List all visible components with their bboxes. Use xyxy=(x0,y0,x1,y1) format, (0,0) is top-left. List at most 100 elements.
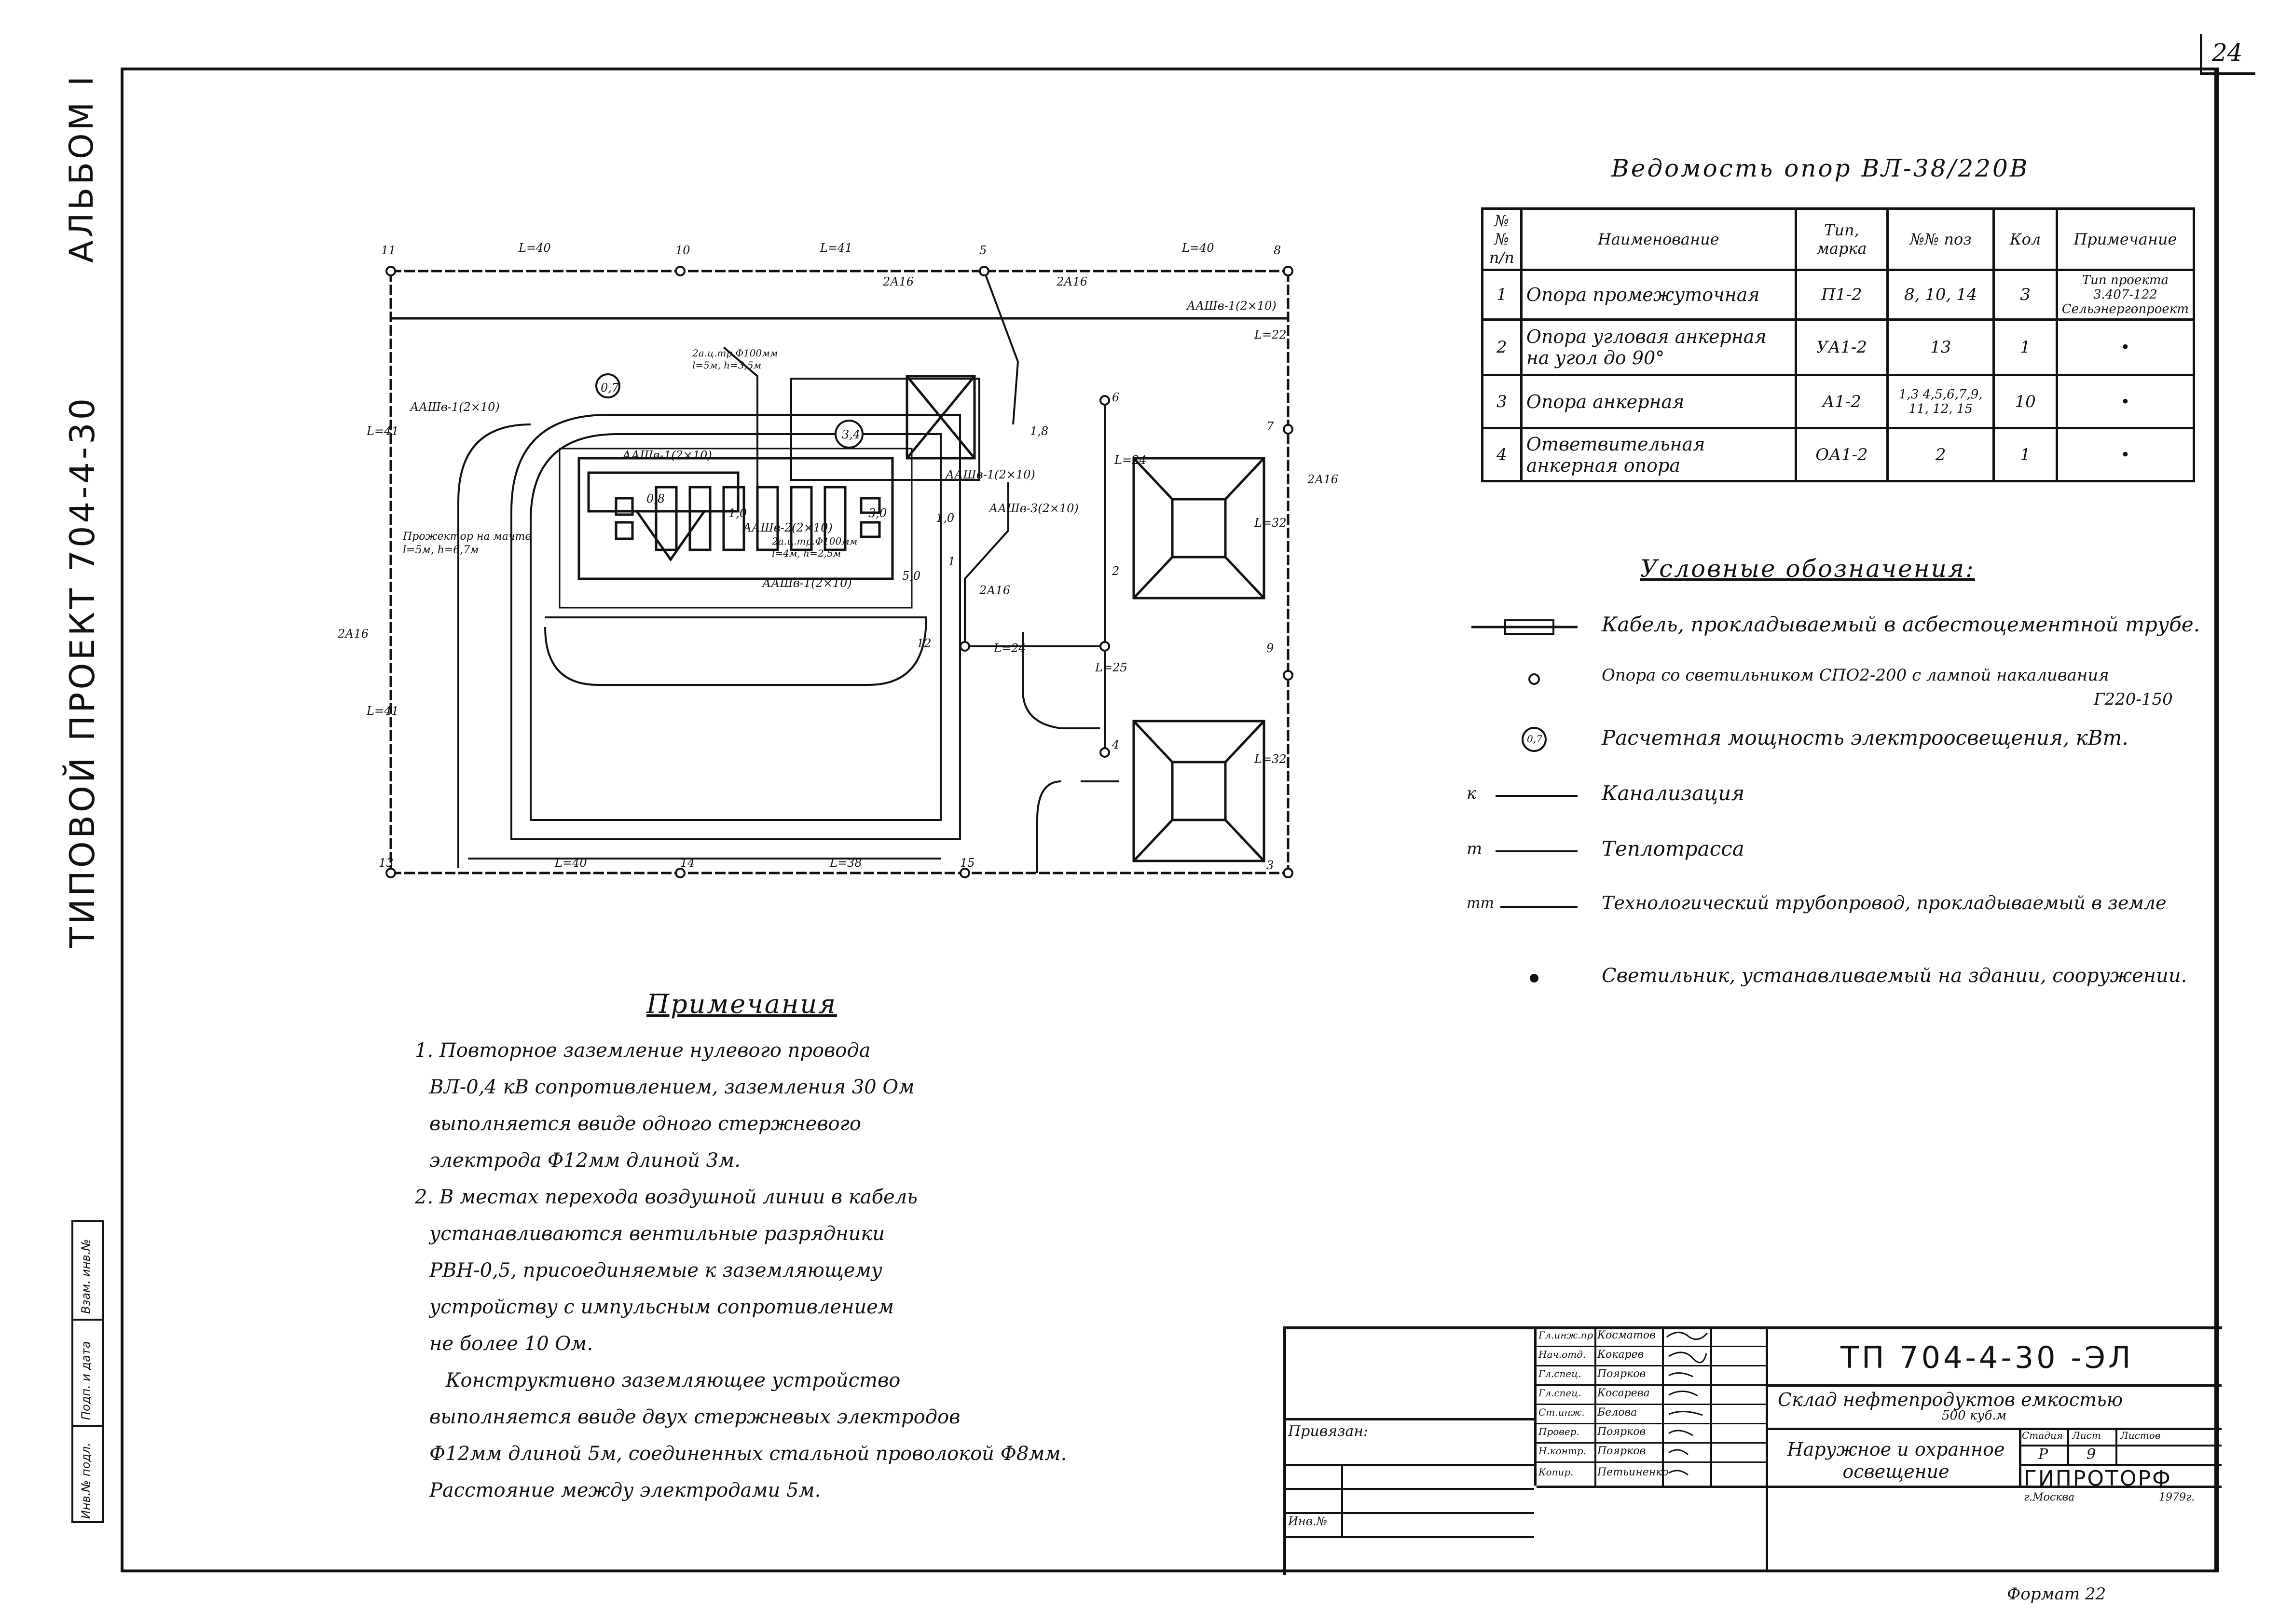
cable-label: 2А16 xyxy=(979,584,1010,597)
span-label: L=38 xyxy=(830,856,862,870)
sewer-icon: к xyxy=(1467,784,1477,803)
tube-note: 2а.ц.тр.Ф100мм xyxy=(692,347,778,359)
legend-title: Условные обозначения: xyxy=(1640,555,1975,583)
reservoir-2 xyxy=(1132,720,1265,862)
span-label: L=22 xyxy=(1254,328,1287,341)
col-header: Тип, марка xyxy=(1794,207,1889,271)
margin-vzam: Взам. инв.№ xyxy=(79,1239,93,1314)
tube-note: 2а.ц.тр.Ф100мм xyxy=(772,535,858,547)
pole-12 xyxy=(385,868,396,878)
signer-name: Косарева xyxy=(1597,1387,1650,1399)
span-label: L=24 xyxy=(994,641,1026,655)
pole-number: 3 xyxy=(1266,859,1274,872)
pole-number: 10 xyxy=(675,244,690,257)
cable-label: 2А16 xyxy=(338,627,369,641)
pole-number: 6 xyxy=(1112,391,1120,404)
pole-number: 4 xyxy=(1112,738,1120,751)
misc-mark: 3,0 xyxy=(868,506,887,520)
note-line: электрода Ф12мм длиной 3м. xyxy=(429,1149,741,1172)
stage-header: Листов xyxy=(2120,1430,2161,1441)
org-year: 1979г. xyxy=(2159,1491,2195,1503)
note-line: 2. В местах перехода воздушной линии в к… xyxy=(415,1186,918,1208)
note-line: Расстояние между электродами 5м. xyxy=(429,1479,821,1501)
col-header: №№ п/п xyxy=(1481,207,1523,271)
drawing-frame xyxy=(121,68,2219,1572)
vedomost-title: Ведомость опор ВЛ-38/220В xyxy=(1611,154,2030,182)
album-label: АЛЬБОМ I xyxy=(63,73,101,263)
tube-note: l=5м, h=3,5м xyxy=(692,359,762,371)
misc-mark: 1,8 xyxy=(1030,424,1049,438)
pipeline-icon: тт xyxy=(1467,895,1494,912)
sheet-title: Наружное и охранное освещение xyxy=(1787,1439,2005,1482)
stage-value: Р xyxy=(2038,1446,2048,1463)
reservoir-1 xyxy=(1132,457,1265,600)
signer-role: Копир. xyxy=(1538,1466,1574,1478)
span-label: L=41 xyxy=(367,424,399,438)
signer-role: Гл.спец. xyxy=(1538,1387,1581,1399)
legend-item: т Теплотрасса xyxy=(1467,837,1744,860)
pole-4 xyxy=(1099,747,1110,758)
signers-grid: Гл.инж.пр. Косматов Нач.отд. Кокарев Гл.… xyxy=(1534,1326,1768,1488)
stage-value: 9 xyxy=(2087,1446,2096,1463)
power-circle-34 xyxy=(835,420,864,449)
signer-name: Косматов xyxy=(1597,1329,1656,1341)
power-circle-icon xyxy=(1522,727,1547,752)
note-line: устройству с импульсным сопротивлением xyxy=(429,1296,894,1318)
power-mark: 0,7 xyxy=(601,381,619,395)
sheet-number: 24 xyxy=(2212,39,2243,67)
pole-number: 5 xyxy=(979,244,987,257)
stamp-right: ТП 704-4-30 -ЭЛ Склад нефтепродуктов емк… xyxy=(1766,1326,2222,1572)
span-label: L=24 xyxy=(1114,453,1147,467)
cable-label: 2А16 xyxy=(1307,473,1338,486)
cable-label: 2А16 xyxy=(883,275,914,288)
span-label: L=32 xyxy=(1254,516,1287,530)
span-label: L=25 xyxy=(1095,661,1127,674)
pole-number: 15 xyxy=(960,856,975,870)
note-line: устанавливаются вентильные разрядники xyxy=(429,1223,885,1245)
pole-number: 8 xyxy=(1274,244,1281,257)
note-line: ВЛ-0,4 кВ сопротивлением, заземления 30 … xyxy=(429,1076,915,1098)
pole-3 xyxy=(1283,868,1293,878)
note-line: РВН-0,5, присоединяемые к заземляющему xyxy=(429,1259,882,1282)
signer-role: Гл.инж.пр. xyxy=(1538,1329,1596,1341)
notes-title: Примечания xyxy=(646,989,837,1019)
power-circle-07 xyxy=(595,373,620,398)
pole-14 xyxy=(675,868,686,878)
privyazan-box: Привязан: Инв.№ xyxy=(1283,1418,1534,1538)
span-label: L=32 xyxy=(1254,752,1287,766)
margin-table: Инв.№ подл. Подп. и дата Взам. инв.№ xyxy=(71,1220,104,1523)
pole-number: 2 xyxy=(1112,564,1120,578)
object-title-2: 500 куб.м xyxy=(1942,1408,2007,1423)
site-plan xyxy=(385,266,1293,878)
tank-park-inner xyxy=(530,433,942,821)
object-title: Склад нефтепродуктов емкостью xyxy=(1778,1389,2123,1410)
prozhektor-note: l=5м, h=6,7м xyxy=(403,544,479,556)
legend-item: к Канализация xyxy=(1467,781,1745,805)
col-header: №№ поз xyxy=(1886,207,1995,271)
pole-5 xyxy=(979,266,989,276)
col-header: Кол xyxy=(1992,207,2058,271)
avv-label: ААШв-1(2×10) xyxy=(622,449,712,462)
pole-1 xyxy=(960,641,970,652)
pole-number: 1 xyxy=(948,555,956,568)
signer-name: Поярков xyxy=(1597,1368,1646,1380)
legend-item: Кабель, прокладываемый в асбестоцементно… xyxy=(1467,613,2200,656)
note-line: не более 10 Ом. xyxy=(429,1333,593,1355)
legend-item: 0,7 Расчетная мощность электроосвещения,… xyxy=(1467,726,2190,769)
stage-header: Стадия xyxy=(2022,1430,2063,1441)
misc-mark: 5,0 xyxy=(902,569,921,583)
org-city: г.Москва xyxy=(2024,1491,2075,1503)
pole-number: 14 xyxy=(680,856,695,870)
misc-mark: 1,0 xyxy=(936,511,955,525)
signer-name: Поярков xyxy=(1597,1445,1646,1457)
heat-main-icon: т xyxy=(1467,839,1483,859)
signer-role: Провер. xyxy=(1538,1426,1579,1437)
table-row: 3 Опора анкерная А1-2 1,3 4,5,6,7,9, 11,… xyxy=(1481,374,2196,429)
margin-sign: Подп. и дата xyxy=(79,1341,93,1420)
cable-tube-icon xyxy=(1471,619,1578,635)
table-row: 4 Ответвительная анкерная опора ОА1-2 2 … xyxy=(1481,427,2196,482)
table-row: 2 Опора угловая анкерная на угол до 90° … xyxy=(1481,318,2196,376)
pole-number: 13 xyxy=(379,856,394,870)
pole-number: 9 xyxy=(1266,641,1274,655)
misc-mark: 0,8 xyxy=(646,492,665,505)
